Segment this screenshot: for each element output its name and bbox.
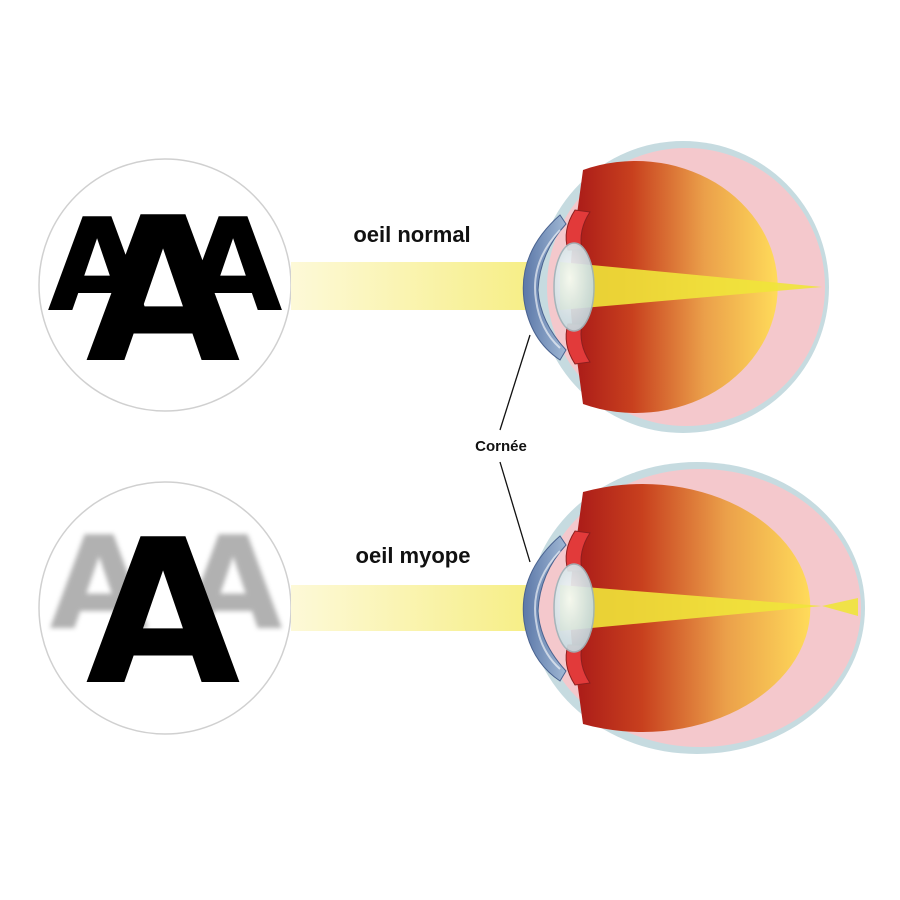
normal-eye-row: A A A oeil normal xyxy=(38,141,829,433)
normal-cornea xyxy=(522,214,567,361)
myope-eyeball xyxy=(522,462,865,754)
normal-focused-beam xyxy=(560,262,822,310)
myope-focused-beam xyxy=(560,585,858,631)
cornea-leader-top xyxy=(499,334,531,431)
myope-eye-row: A A A oeil myope xyxy=(38,462,865,754)
myope-lens xyxy=(553,563,595,653)
cornea-callout: Cornée xyxy=(475,334,531,563)
normal-letter-right: A xyxy=(183,192,282,341)
normal-letter-center: A xyxy=(86,175,241,408)
myope-eye-label: oeil myope xyxy=(356,543,471,568)
normal-eye-label: oeil normal xyxy=(353,222,470,247)
myope-cornea xyxy=(522,535,567,682)
myope-letter-right: A xyxy=(183,510,282,659)
cornea-label: Cornée xyxy=(475,438,527,455)
myope-letter-left: A xyxy=(49,510,148,659)
normal-lens xyxy=(553,242,595,332)
normal-letter-left: A xyxy=(47,192,146,341)
normal-eyeball xyxy=(522,141,829,433)
cornea-leader-bottom xyxy=(499,461,531,563)
myope-letter-center: A xyxy=(86,497,241,730)
